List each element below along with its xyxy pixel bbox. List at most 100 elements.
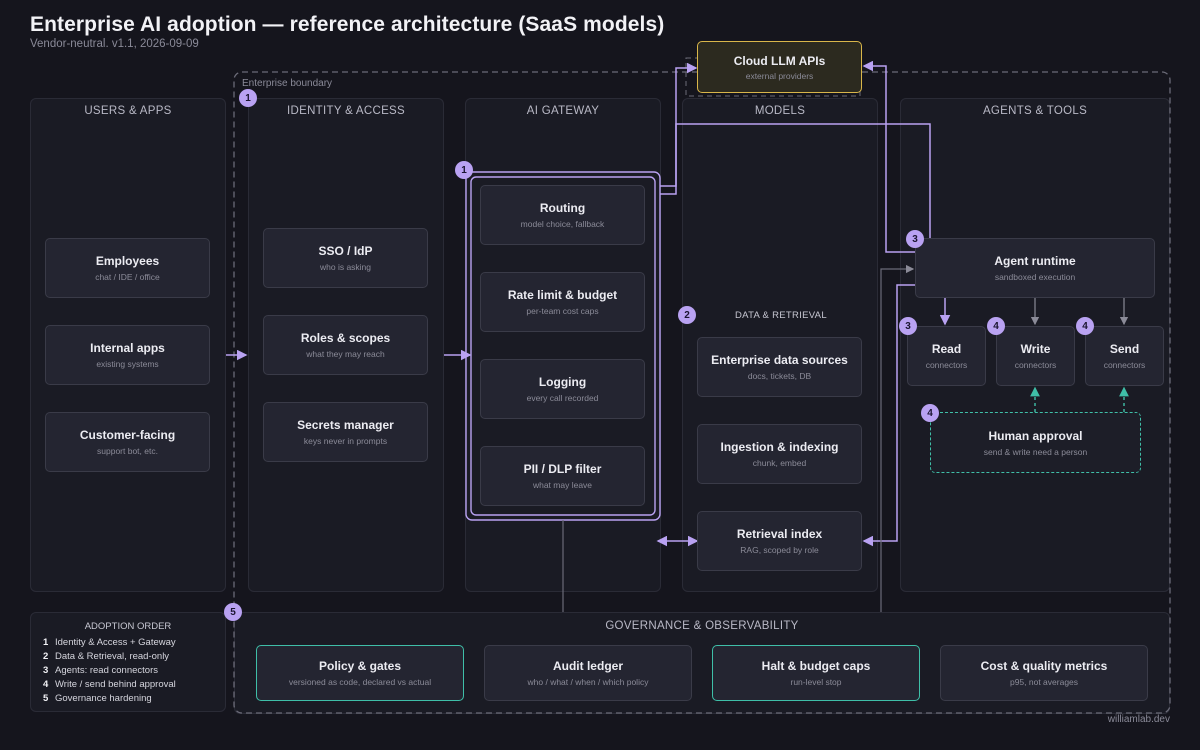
logging-node[interactable]: Logging every call recorded xyxy=(480,359,645,419)
step-badge-gateway: 1 xyxy=(455,161,473,179)
node-title: Retrieval index xyxy=(736,527,823,541)
node-title: Human approval xyxy=(988,428,1083,443)
node-title: Ingestion & indexing xyxy=(720,440,839,454)
panel-title-models: MODELS xyxy=(754,105,806,117)
node-title: Secrets manager xyxy=(297,418,394,432)
node-title: Rate limit & budget xyxy=(507,288,618,302)
step-badge-data: 2 xyxy=(678,306,696,324)
audit-ledger-node[interactable]: Audit ledger who / what / when / which p… xyxy=(484,645,692,701)
read-connector-node[interactable]: Read connectors xyxy=(907,326,986,386)
node-title: Employees xyxy=(95,254,160,268)
step-badge-approval: 4 xyxy=(921,404,939,422)
node-subtitle: RAG, scoped by role xyxy=(740,545,819,555)
node-title: Read xyxy=(931,342,962,356)
step-badge-runtime: 3 xyxy=(906,230,924,248)
data-retrieval-section-label: DATA & RETRIEVAL xyxy=(735,310,827,321)
page-title: Enterprise AI adoption — reference archi… xyxy=(30,13,665,36)
node-title: Routing xyxy=(539,201,586,215)
gateway-group-inner xyxy=(470,176,656,516)
node-title: Cloud LLM APIs xyxy=(733,53,826,68)
cloud-llm-apis-node[interactable]: Cloud LLM APIs external providers xyxy=(697,41,862,93)
roles-scopes-node[interactable]: Roles & scopes what they may reach xyxy=(263,315,428,375)
node-title: Roles & scopes xyxy=(300,331,391,345)
node-subtitle: model choice, fallback xyxy=(520,219,605,229)
node-subtitle: keys never in prompts xyxy=(303,436,388,446)
write-connector-node[interactable]: Write connectors xyxy=(996,326,1075,386)
halt-budget-caps-node[interactable]: Halt & budget caps run-level stop xyxy=(712,645,920,701)
node-subtitle: run-level stop xyxy=(790,677,842,687)
node-title: Audit ledger xyxy=(552,659,623,673)
node-title: Agent runtime xyxy=(994,254,1076,268)
boundary-label: Enterprise boundary xyxy=(242,78,333,89)
node-title: PII / DLP filter xyxy=(523,462,602,476)
panel-title-users-apps: USERS & APPS xyxy=(84,105,172,117)
node-title: Customer-facing xyxy=(79,428,176,442)
node-subtitle: connectors xyxy=(925,360,968,370)
node-subtitle: docs, tickets, DB xyxy=(747,371,812,381)
send-connector-node[interactable]: Send connectors xyxy=(1085,326,1164,386)
node-subtitle: sandboxed execution xyxy=(994,272,1076,282)
node-subtitle: every call recorded xyxy=(526,393,599,403)
panel-title-agents-tools: AGENTS & TOOLS xyxy=(982,105,1088,117)
node-subtitle: who / what / when / which policy xyxy=(527,677,649,687)
node-title: SSO / IdP xyxy=(318,244,373,258)
page-subtitle: Vendor-neutral. v1.1, 2026-09-09 xyxy=(30,38,199,50)
node-title: Send xyxy=(1109,342,1140,356)
step-badge-write: 4 xyxy=(987,317,1005,335)
retrieval-index-node[interactable]: Retrieval index RAG, scoped by role xyxy=(697,511,862,571)
node-subtitle: what they may reach xyxy=(306,349,385,359)
node-subtitle: chat / IDE / office xyxy=(95,272,160,282)
internal-apps-node[interactable]: Internal apps existing systems xyxy=(45,325,210,385)
customer-facing-node[interactable]: Customer-facing support bot, etc. xyxy=(45,412,210,472)
node-title: Write xyxy=(1020,342,1051,356)
footer-credit: williamlab.dev xyxy=(1107,714,1170,725)
arrow-retrieval-runtime xyxy=(880,264,915,612)
enterprise-data-sources-node[interactable]: Enterprise data sources docs, tickets, D… xyxy=(697,337,862,397)
step-badge-boundary: 1 xyxy=(239,89,257,107)
node-title: Logging xyxy=(538,375,587,389)
routing-node[interactable]: Routing model choice, fallback xyxy=(480,185,645,245)
agent-runtime-node[interactable]: Agent runtime sandboxed execution xyxy=(915,238,1155,298)
node-subtitle: support bot, etc. xyxy=(97,446,158,456)
step-badge-read: 3 xyxy=(899,317,917,335)
human-approval-node[interactable]: Human approval send & write need a perso… xyxy=(930,412,1141,473)
node-subtitle: versioned as code, declared vs actual xyxy=(288,677,432,687)
employees-node[interactable]: Employees chat / IDE / office xyxy=(45,238,210,298)
node-subtitle: per-team cost caps xyxy=(526,306,599,316)
node-subtitle: connectors xyxy=(1014,360,1057,370)
secrets-manager-node[interactable]: Secrets manager keys never in prompts xyxy=(263,402,428,462)
node-subtitle: what may leave xyxy=(532,480,593,490)
node-title: Policy & gates xyxy=(318,659,402,673)
panel-title-governance: GOVERNANCE & OBSERVABILITY xyxy=(605,620,799,632)
sso-idp-node[interactable]: SSO / IdP who is asking xyxy=(263,228,428,288)
pii-dlp-filter-node[interactable]: PII / DLP filter what may leave xyxy=(480,446,645,506)
step-badge-send: 4 xyxy=(1076,317,1094,335)
arrow-runtime-cloud xyxy=(862,60,915,253)
rate-limit-budget-node[interactable]: Rate limit & budget per-team cost caps xyxy=(480,272,645,332)
panel-title-ai-gateway: AI GATEWAY xyxy=(526,105,600,117)
node-subtitle: chunk, embed xyxy=(752,458,807,468)
node-title: Internal apps xyxy=(90,341,165,355)
panel-ai-gateway: AI GATEWAY xyxy=(465,98,661,592)
step-badge-governance: 5 xyxy=(224,603,242,621)
arrow-routing-runtime xyxy=(660,123,931,238)
cost-quality-metrics-node[interactable]: Cost & quality metrics p95, not averages xyxy=(940,645,1148,701)
panel-title-identity-access: IDENTITY & ACCESS xyxy=(287,105,405,117)
adoption-order-title: ADOPTION ORDER xyxy=(84,621,172,632)
node-subtitle: external providers xyxy=(745,70,814,81)
node-subtitle: existing systems xyxy=(96,359,159,369)
node-subtitle: who is asking xyxy=(319,262,372,272)
policy-gates-node[interactable]: Policy & gates versioned as code, declar… xyxy=(256,645,464,701)
node-subtitle: send & write need a person xyxy=(983,446,1088,457)
node-subtitle: connectors xyxy=(1103,360,1146,370)
node-title: Halt & budget caps xyxy=(761,659,871,673)
node-title: Cost & quality metrics xyxy=(980,659,1108,673)
node-title: Enterprise data sources xyxy=(711,353,848,367)
ingestion-indexing-node[interactable]: Ingestion & indexing chunk, embed xyxy=(697,424,862,484)
